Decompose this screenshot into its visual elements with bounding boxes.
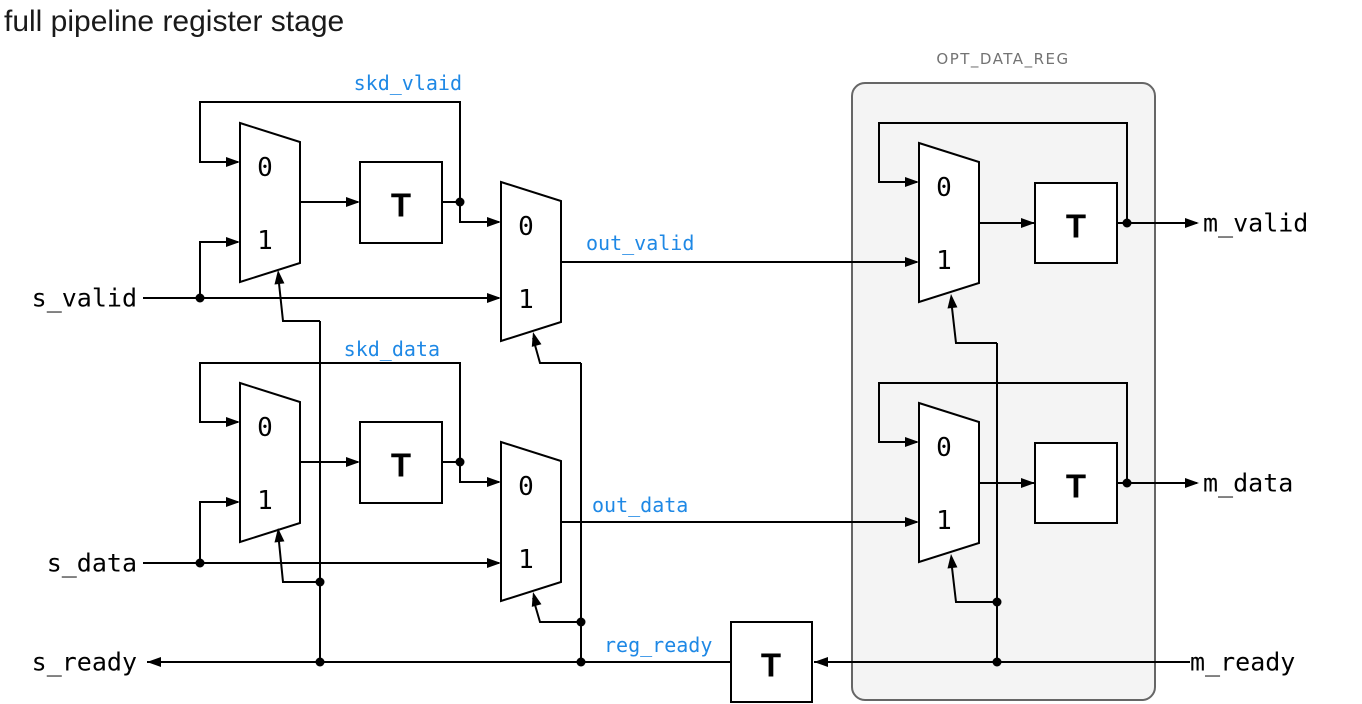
net-out-valid-label: out_valid <box>586 231 694 255</box>
skd-valid-mux <box>239 121 301 284</box>
mux-input1-label: 1 <box>936 246 952 276</box>
m-data-mux <box>918 401 980 564</box>
registers <box>359 161 1118 703</box>
wire-select-m-data <box>950 558 997 603</box>
wire-s-data-branch <box>199 501 238 563</box>
junction-dot <box>1122 218 1132 228</box>
wire-select-m-valid <box>950 298 997 344</box>
wire-skd-valid-feedback <box>199 101 499 223</box>
junction-dot <box>455 457 465 467</box>
wire-skd-data-feedback <box>199 362 499 483</box>
port-s-data: s_data <box>47 549 137 578</box>
port-m-valid: m_valid <box>1203 209 1308 238</box>
opt-data-reg-groupbox <box>851 82 1156 701</box>
net-skd-valid-label: skd_vlaid <box>354 71 462 95</box>
junction-dot <box>992 657 1002 667</box>
out-data-mux <box>500 440 562 603</box>
register-t-label: T <box>391 447 411 484</box>
junction-dot <box>195 293 205 303</box>
mux-input0-label: 0 <box>936 433 952 463</box>
m-data-register <box>1034 442 1118 524</box>
net-out-data-label: out_data <box>592 493 688 517</box>
mux-input0-label: 0 <box>257 153 273 183</box>
wire-m-data-feedback <box>878 382 1128 483</box>
m-valid-register <box>1034 182 1118 264</box>
out-valid-mux <box>500 180 562 343</box>
register-t-label: T <box>1066 468 1086 505</box>
register-t-label: T <box>1066 208 1086 245</box>
muxes <box>239 121 980 603</box>
junction-dot <box>576 617 586 627</box>
junction-dots <box>195 197 1132 667</box>
port-m-data: m_data <box>1203 469 1293 498</box>
register-t-label: T <box>391 187 411 224</box>
junction-dot <box>1122 478 1132 488</box>
mux-input1-label: 1 <box>518 545 534 575</box>
page-title: full pipeline register stage <box>4 5 344 38</box>
junction-dot <box>195 558 205 568</box>
skd-valid-register <box>359 161 443 244</box>
wire-select-out-data <box>532 597 581 623</box>
net-reg-ready-label: reg_ready <box>604 633 712 657</box>
mux-input1-label: 1 <box>257 226 273 256</box>
skd-data-mux <box>239 381 301 544</box>
junction-dot <box>992 597 1002 607</box>
mux-input1-label: 1 <box>518 285 534 315</box>
skd-data-register <box>359 421 443 504</box>
junction-dot <box>455 197 465 207</box>
m-valid-mux <box>918 141 980 304</box>
port-m-ready: m_ready <box>1190 648 1295 677</box>
net-skd-data-label: skd_data <box>344 337 440 361</box>
mux-input0-label: 0 <box>936 173 952 203</box>
port-s-ready: s_ready <box>32 648 137 677</box>
reg-ready-register <box>730 621 813 703</box>
wire-select-skd-data <box>277 531 320 583</box>
wire-select-skd-valid <box>277 273 320 322</box>
mux-input0-label: 0 <box>518 472 534 502</box>
mux-input1-label: 1 <box>936 506 952 536</box>
wire-select-out-valid <box>532 337 581 364</box>
opt-data-reg-label: OPT_DATA_REG <box>936 50 1069 69</box>
wire-s-valid-branch <box>199 241 238 298</box>
port-s-valid: s_valid <box>32 284 137 313</box>
register-t-label: T <box>761 647 781 684</box>
junction-dot <box>576 657 586 667</box>
mux-input0-label: 0 <box>257 413 273 443</box>
wire-m-valid-feedback <box>878 122 1128 223</box>
mux-input0-label: 0 <box>518 212 534 242</box>
junction-dot <box>315 657 325 667</box>
junction-dot <box>315 577 325 587</box>
arrowheads <box>147 157 1199 667</box>
mux-input1-label: 1 <box>257 486 273 516</box>
